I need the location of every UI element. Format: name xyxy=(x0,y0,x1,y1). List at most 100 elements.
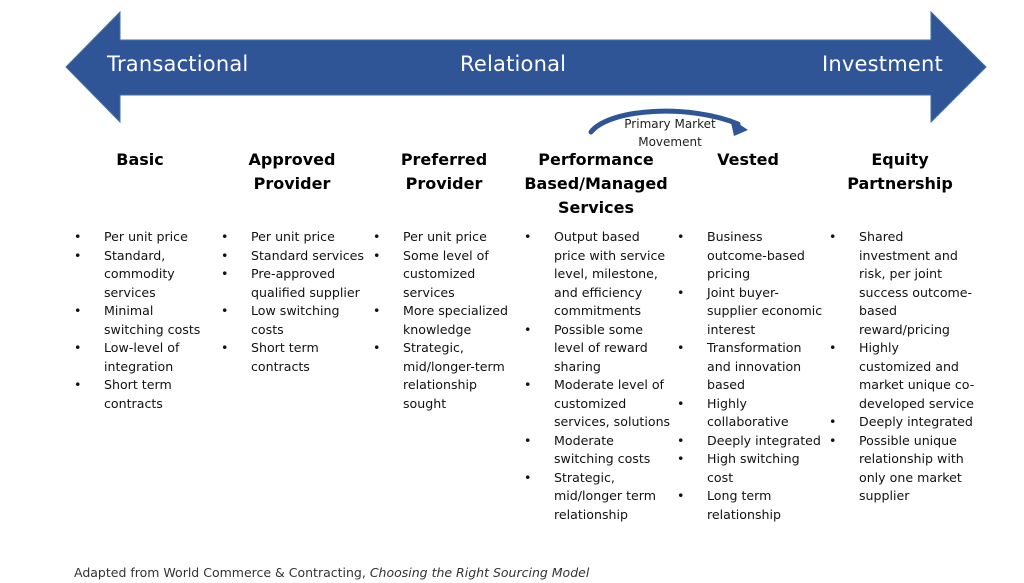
column-title: Equity Partnership xyxy=(847,150,953,193)
list-item: •Short term contracts xyxy=(217,339,367,376)
bullet-icon: • xyxy=(829,340,837,355)
arrow-label-transactional: Transactional xyxy=(107,52,249,76)
bullet-icon: • xyxy=(74,229,82,244)
list-item: • Pre-approved qualified supplier xyxy=(217,265,367,302)
arrow-label-investment: Investment xyxy=(822,52,943,76)
column-list: •Per unit price•Standard services•Pre-ap… xyxy=(217,228,367,376)
column-vested: Vested •Business outcome-based pricing•J… xyxy=(673,148,823,522)
list-item-text: Low switching costs xyxy=(251,303,340,337)
list-item: • Per unit price xyxy=(369,228,519,247)
bullet-icon: • xyxy=(677,432,685,448)
column-preferred-provider: Preferred Provider •Per unit price•Some … xyxy=(369,148,519,411)
column-list: • Shared investment and risk, per joint s… xyxy=(825,228,975,506)
list-item-text: Shared investment and risk, per joint su… xyxy=(859,229,973,337)
list-item: • Joint buyer-supplier economic interest xyxy=(673,284,823,340)
column-list: • Output based price with service level, … xyxy=(520,228,672,524)
bullet-icon: • xyxy=(677,488,685,503)
list-item: •Some level of customized services xyxy=(369,247,519,303)
bullet-icon: • xyxy=(524,432,532,448)
list-item-text: Per unit price xyxy=(251,229,335,244)
bullet-icon: • xyxy=(829,432,837,448)
list-item: • Short term contracts xyxy=(70,376,215,413)
source-prefix: Adapted from World Commerce & Contractin… xyxy=(74,565,370,580)
list-item: •Strategic, mid/longer-term relationship… xyxy=(369,339,519,413)
bullet-icon: • xyxy=(829,229,837,244)
double-arrow-diagram xyxy=(65,10,987,136)
list-item-text: Some level of customized services xyxy=(403,247,489,300)
list-item-text: Moderate level of customized services, s… xyxy=(554,377,671,429)
list-item-text: Per unit price xyxy=(104,229,188,244)
bullet-icon: • xyxy=(74,377,82,392)
bullet-icon: • xyxy=(221,266,229,281)
bullet-icon: • xyxy=(524,469,532,485)
pmm-line-2: Movement xyxy=(638,135,702,149)
column-title: Vested xyxy=(717,150,779,169)
list-item-text: Minimal switching costs xyxy=(104,303,201,337)
list-item-text: Strategic, mid/longer term relationship xyxy=(554,469,657,522)
list-item: •Moderate level of customized services, … xyxy=(520,376,672,432)
primary-market-movement-curve-icon xyxy=(588,108,741,135)
list-item: • Output based price with service level, … xyxy=(520,228,672,321)
list-item: •Per unit price xyxy=(217,228,367,247)
list-item: • Strategic, mid/longer term relationship xyxy=(520,469,672,525)
arrow-label-relational: Relational xyxy=(460,52,567,76)
list-item: • High switching cost xyxy=(673,450,823,487)
list-item-text: Joint buyer-supplier economic interest xyxy=(707,284,823,337)
list-item-text: Deeply integrated xyxy=(707,432,821,448)
column-title: Performance Based/Managed Services xyxy=(524,150,668,217)
list-item-text: Standard services xyxy=(251,247,364,263)
list-item: • Standard, commodity services xyxy=(70,247,215,303)
column-title: Basic xyxy=(116,150,164,169)
list-item: •Business outcome-based pricing xyxy=(673,228,823,284)
list-item: • Possible some level of reward sharing xyxy=(520,321,672,377)
bullet-icon: • xyxy=(74,340,82,355)
list-item: • Deeply integrated xyxy=(673,432,823,451)
column-list: •Per unit price•Some level of customized… xyxy=(369,228,519,413)
bullet-icon: • xyxy=(677,340,685,355)
list-item-text: Moderate switching costs xyxy=(554,432,651,467)
list-item-text: Long term relationship xyxy=(707,488,782,522)
double-headed-arrow-shape xyxy=(65,10,987,124)
column-title: Preferred Provider xyxy=(400,150,488,193)
bullet-icon: • xyxy=(524,321,532,337)
bullet-icon: • xyxy=(221,303,229,318)
bullet-icon: • xyxy=(677,395,685,411)
list-item: • Moderate switching costs xyxy=(520,432,672,469)
bullet-icon: • xyxy=(524,229,532,244)
list-item: •Transformation and innovation based xyxy=(673,339,823,395)
bullet-icon: • xyxy=(373,229,381,244)
list-item: • Highly customized and market unique co-… xyxy=(825,339,975,413)
list-item: • Standard services xyxy=(217,247,367,266)
pmm-line-1: Primary Market xyxy=(624,117,716,131)
list-item-text: Short term contracts xyxy=(104,377,172,411)
list-item-text: Per unit price xyxy=(403,229,487,244)
column-list: •Business outcome-based pricing•Joint bu… xyxy=(673,228,823,524)
bullet-icon: • xyxy=(74,247,82,263)
list-item: • Per unit price xyxy=(70,228,215,247)
list-item-text: Standard, commodity services xyxy=(104,247,175,300)
bullet-icon: • xyxy=(373,303,381,318)
list-item-text: Output based price with service level, m… xyxy=(554,229,666,318)
bullet-icon: • xyxy=(74,303,82,318)
list-item-text: Highly collaborative xyxy=(707,395,789,430)
list-item-text: Pre-approved qualified supplier xyxy=(251,266,360,300)
primary-market-movement-arrowhead-icon xyxy=(730,118,748,136)
list-item: •Deeply integrated xyxy=(825,413,975,432)
bullet-icon: • xyxy=(221,340,229,355)
list-item-text: Possible some level of reward sharing xyxy=(554,321,648,374)
bullet-icon: • xyxy=(677,451,685,466)
column-equity-partnership: Equity Partnership • Shared investment an… xyxy=(825,148,975,503)
bullet-icon: • xyxy=(221,247,229,263)
list-item-text: High switching cost xyxy=(707,451,800,485)
bullet-icon: • xyxy=(677,284,685,300)
bullet-icon: • xyxy=(677,229,685,244)
list-item-text: Possible unique relationship with only o… xyxy=(859,432,964,504)
column-basic: Basic • Per unit price • Standard, commodit… xyxy=(70,148,215,411)
bullet-icon: • xyxy=(829,414,837,429)
list-item: • More specialized knowledge xyxy=(369,302,519,339)
source-title: Choosing the Right Sourcing Model xyxy=(369,565,590,580)
list-item-text: Highly customized and market unique co-d… xyxy=(859,340,975,411)
column-title: Approved Provider xyxy=(248,150,336,193)
list-item-text: More specialized knowledge xyxy=(403,303,509,337)
list-item: • Low switching costs xyxy=(217,302,367,339)
